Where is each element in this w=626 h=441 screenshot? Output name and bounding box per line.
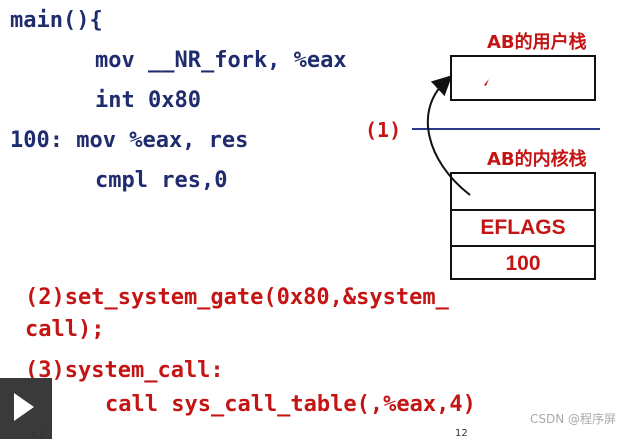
user-kernel-divider (412, 128, 600, 130)
corner-mark: A C (30, 430, 48, 441)
kernel-stack-box: EFLAGS 100 (450, 172, 596, 280)
user-stack-box (450, 55, 596, 101)
step1-label: (1) (365, 118, 402, 142)
code-line-mov-fork: mov __NR_fork, %eax (95, 48, 347, 73)
step2-line2: call); (25, 317, 105, 342)
code-line-int: int 0x80 (95, 88, 201, 113)
kernel-stack-cell-eflags: EFLAGS (452, 209, 594, 245)
user-stack-label: AB的用户栈 (487, 32, 587, 53)
code-line-100-mov: 100: mov %eax, res (10, 128, 249, 153)
step3-line2: call sys_call_table(,%eax,4) (105, 392, 476, 417)
cursor-icon (484, 79, 489, 86)
code-line-cmpl: cmpl res,0 (95, 168, 228, 193)
play-button[interactable] (0, 378, 52, 439)
code-line-main: main(){ (10, 8, 103, 33)
play-icon (14, 393, 34, 421)
slide-number: 12 (455, 428, 468, 439)
step2-line1: (2)set_system_gate(0x80,&system_ (25, 285, 449, 310)
step3-line1: (3)system_call: (25, 358, 224, 383)
kernel-stack-label: AB的内核栈 (487, 149, 587, 170)
watermark: CSDN @程序屏 (529, 412, 616, 426)
kernel-stack-cell-100: 100 (452, 245, 594, 280)
